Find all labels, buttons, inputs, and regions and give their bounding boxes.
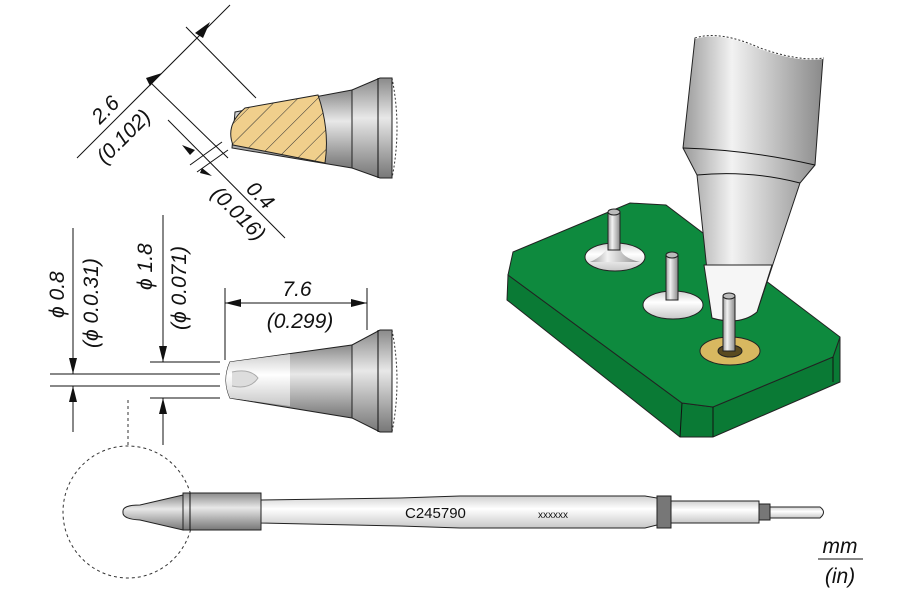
chisel-tip-view: [230, 77, 398, 179]
tip-length-mm: 7.6: [282, 278, 312, 301]
tip-front-view: [225, 329, 398, 433]
dimension-chisel-length: 2.6 (0.102): [76, 4, 257, 169]
outer-diameter-mm: ϕ 1.8: [134, 243, 157, 290]
unit-in: (in): [825, 565, 855, 588]
unit-mm: mm: [823, 535, 858, 558]
inner-diameter-in: (ϕ 0.0.31): [80, 258, 103, 348]
dimension-tip-length: 7.6 (0.299): [224, 278, 368, 360]
tinned-area: [230, 94, 327, 164]
cartridge: C245790 xxxxxx: [122, 492, 824, 531]
serial-placeholder: xxxxxx: [538, 510, 568, 521]
tip-length-in: (0.299): [267, 310, 334, 333]
inner-diameter-mm: ϕ 0.8: [46, 271, 69, 318]
chisel-length-mm: 2.6: [87, 91, 125, 129]
part-number: C245790: [405, 505, 466, 522]
outer-diameter-in: (ϕ 0.071): [168, 246, 191, 330]
pcb-usage-illustration: [506, 34, 841, 438]
dimension-diameters: ϕ 0.8 (ϕ 0.0.31) ϕ 1.8 (ϕ 0.071): [46, 215, 220, 445]
units-legend: mm (in): [818, 535, 863, 588]
